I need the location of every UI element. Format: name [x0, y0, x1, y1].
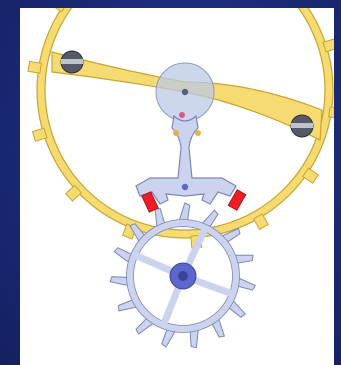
- balance-rim-tooth: [329, 107, 341, 119]
- pallet-fork: [136, 116, 246, 212]
- escape-wheel-arbor: [178, 271, 188, 281]
- guard-pin-right: [195, 130, 201, 136]
- balance-rim-tooth: [28, 61, 41, 73]
- pallet-fork-body: [136, 116, 236, 204]
- balance-rim-tooth: [323, 39, 337, 52]
- balance-rim-tooth: [32, 128, 46, 141]
- pallet-fork-pivot: [182, 184, 188, 190]
- guard-pin-left: [173, 130, 179, 136]
- balance-staff: [182, 89, 188, 95]
- diagram-group: [28, 0, 341, 348]
- timing-screw-slot-right: [291, 123, 313, 128]
- impulse-jewel: [179, 112, 185, 118]
- timing-screw-slot-left: [61, 59, 83, 64]
